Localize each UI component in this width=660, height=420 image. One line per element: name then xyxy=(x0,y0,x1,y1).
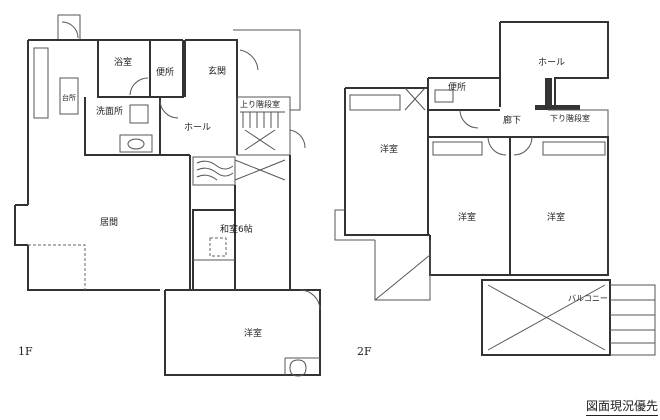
room-label-stairs-down: 下り階段室 xyxy=(550,114,590,123)
room-label-bath: 浴室 xyxy=(114,58,133,68)
room-label-western-room: 洋室 xyxy=(244,329,263,339)
room-label-washroom: 洗面所 xyxy=(96,107,124,117)
room-label-western-room-1: 洋室 xyxy=(380,145,399,155)
room-label-2f-toilet: 便所 xyxy=(448,83,467,93)
room-label-japanese-room: 和室6帖 xyxy=(220,225,253,235)
room-label-hall: ホール xyxy=(184,123,212,133)
room-label-toilet: 便所 xyxy=(156,68,175,78)
room-label-western-room-3: 洋室 xyxy=(547,213,566,223)
room-label-balcony: バルコニー xyxy=(568,294,608,303)
second-floor-walls xyxy=(334,21,656,356)
first-floor-walls xyxy=(14,14,321,377)
floor-label-2f: 2F xyxy=(357,345,372,358)
room-label-corridor: 廊下 xyxy=(503,116,522,126)
room-label-stairs-up: 上り階段室 xyxy=(240,100,280,109)
room-label-kitchen: 台所 xyxy=(62,94,76,102)
room-label-entrance: 玄関 xyxy=(208,67,227,77)
room-label-living: 居間 xyxy=(100,218,119,228)
room-label-2f-hall: ホール xyxy=(538,58,566,68)
footer-note: 図面現況優先 xyxy=(585,397,658,416)
floor-label-1f: 1F xyxy=(18,345,33,358)
room-label-western-room-2: 洋室 xyxy=(458,213,477,223)
